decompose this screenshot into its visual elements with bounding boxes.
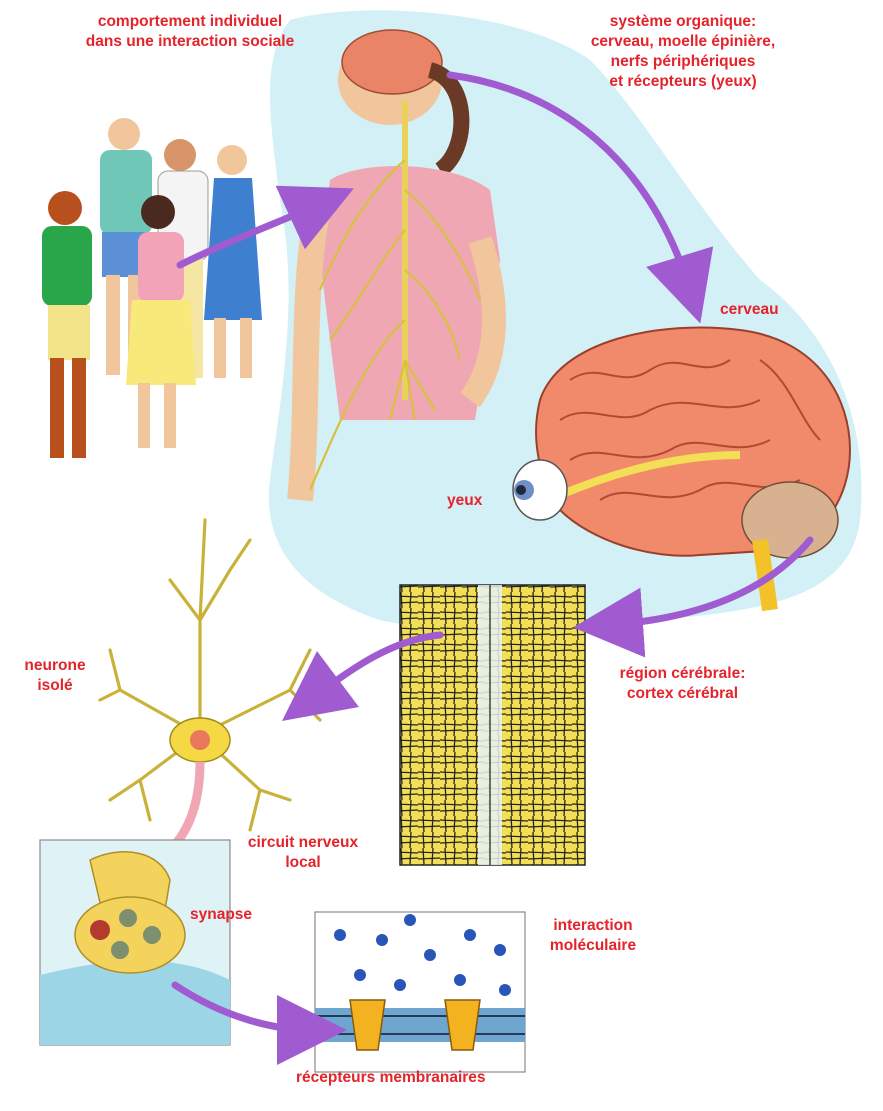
membrane-receptors-box <box>315 912 525 1072</box>
label-yeux: yeux <box>447 491 482 511</box>
people-group <box>42 118 262 458</box>
label-cerveau: cerveau <box>720 300 779 320</box>
person-blue-dress <box>204 145 262 378</box>
label-membrane-receptors: récepteurs membranaires <box>296 1068 486 1088</box>
cortex-region <box>400 585 585 865</box>
isolated-neuron <box>100 520 320 850</box>
label-molecular-interaction: interactionmoléculaire <box>528 916 658 956</box>
label-cerebral-region: région cérébrale:cortex cérébral <box>600 664 765 704</box>
label-social-behaviour: comportement individueldans une interact… <box>40 12 340 52</box>
synapse-box <box>40 840 230 1045</box>
label-local-circuit: circuit nerveuxlocal <box>228 833 378 873</box>
label-isolated-neuron: neuroneisolé <box>14 656 96 696</box>
label-synapse: synapse <box>190 905 252 925</box>
label-organic-system: système organique:cerveau, moelle épiniè… <box>558 12 808 92</box>
person-green-shirt <box>42 191 92 458</box>
